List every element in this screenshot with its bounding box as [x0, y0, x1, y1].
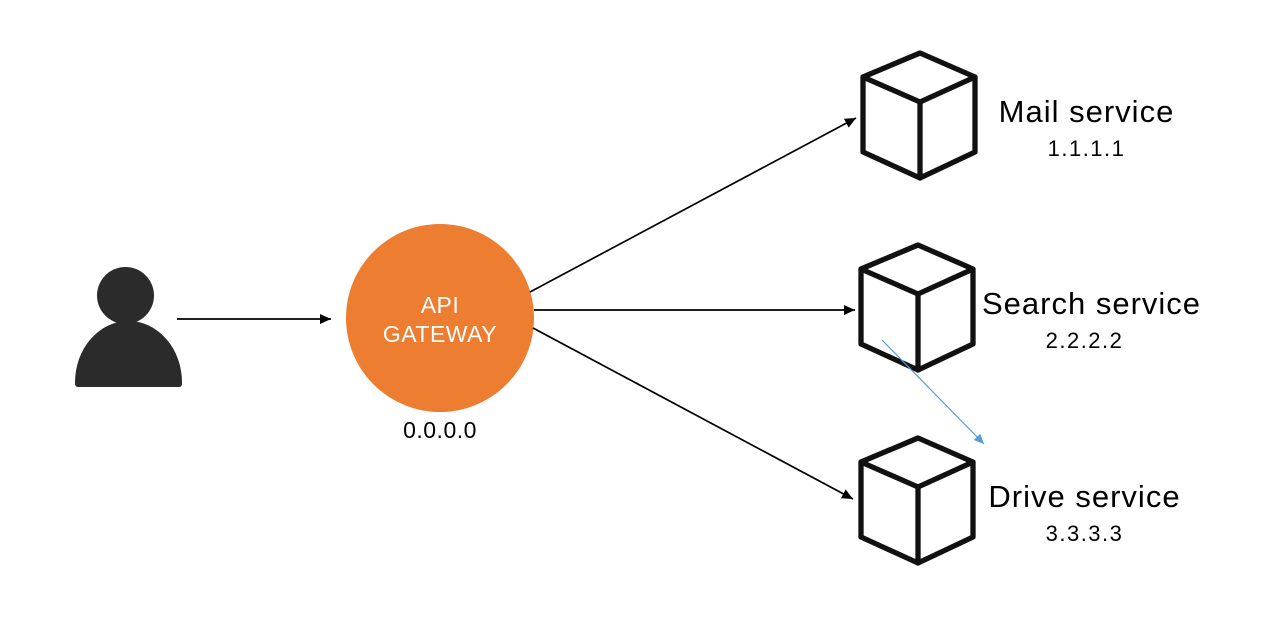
service-node-search: Search service 2.2.2.2 [856, 240, 1202, 380]
service-node-mail: Mail service 1.1.1.1 [858, 48, 1198, 188]
api-gateway-label: API GATEWAY [383, 287, 497, 349]
arrow-gateway-to-mail [529, 117, 857, 293]
user-icon [75, 267, 182, 387]
service-ip-search: 2.2.2.2 [1045, 328, 1124, 353]
service-name-mail: Mail service [998, 94, 1175, 129]
user-icon-body [75, 321, 182, 387]
service-node-drive: Drive service 3.3.3.3 [856, 433, 1196, 573]
service-name-search: Search service [982, 286, 1202, 321]
api-gateway-label-line2: GATEWAY [382, 321, 498, 347]
api-gateway-node: API GATEWAY [346, 224, 534, 412]
arrow-gateway-to-drive [532, 327, 854, 500]
cube-icon [858, 242, 976, 373]
service-name-drive: Drive service [988, 479, 1181, 514]
service-ip-drive: 3.3.3.3 [1045, 521, 1124, 546]
api-gateway-ip: 0.0.0.0 [403, 417, 477, 443]
cube-icon [860, 50, 978, 181]
cube-icon [858, 435, 976, 566]
service-ip-mail: 1.1.1.1 [1047, 136, 1126, 161]
api-gateway-label-line1: API [420, 292, 460, 319]
user-icon-head [97, 267, 154, 324]
